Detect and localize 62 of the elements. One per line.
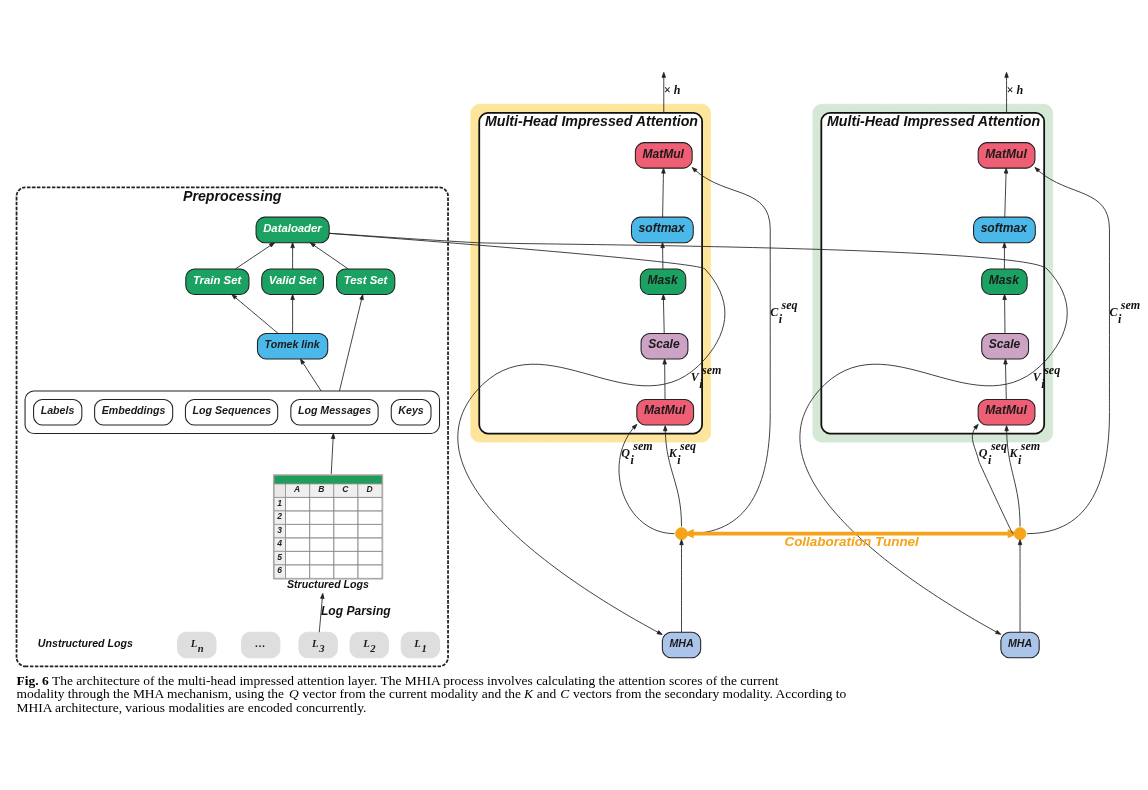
node-box: MHA bbox=[661, 631, 702, 659]
arrow bbox=[300, 358, 322, 392]
arrow bbox=[1004, 71, 1009, 114]
label: Unstructured Logs bbox=[37, 636, 133, 649]
node-box: MatMul bbox=[977, 142, 1036, 169]
node-circle bbox=[675, 527, 688, 541]
arrow bbox=[309, 242, 349, 270]
edge-label: × h bbox=[1006, 83, 1024, 98]
arrow bbox=[1002, 294, 1007, 334]
arrow bbox=[1017, 539, 1023, 633]
arrow bbox=[679, 539, 684, 633]
arrow bbox=[330, 433, 336, 475]
arrow bbox=[661, 294, 666, 334]
arrow bbox=[618, 423, 675, 535]
node-box: Dataloader bbox=[255, 216, 330, 244]
arrow bbox=[328, 232, 1068, 635]
node-box: Train Set bbox=[185, 268, 250, 295]
node-box: Keys bbox=[390, 399, 432, 426]
arrow bbox=[290, 294, 295, 334]
edge-label: × h bbox=[663, 83, 681, 98]
arrow bbox=[318, 593, 325, 633]
node-box: softmax bbox=[973, 216, 1036, 244]
arrow bbox=[1003, 167, 1009, 218]
cluster bbox=[24, 390, 441, 435]
arrow bbox=[661, 71, 666, 114]
node-label: Structured Logs bbox=[286, 578, 369, 591]
node-box: Mask bbox=[981, 268, 1028, 295]
arrow bbox=[290, 242, 295, 270]
arrow bbox=[660, 242, 665, 270]
node-box: Scale bbox=[640, 333, 689, 360]
node-box: MatMul bbox=[636, 399, 695, 426]
node-box: Test Set bbox=[336, 268, 396, 295]
arrow bbox=[231, 294, 279, 334]
arrow bbox=[661, 167, 666, 218]
node-circle bbox=[1013, 527, 1027, 541]
arrow bbox=[1004, 425, 1021, 527]
node-box: MatMul bbox=[977, 399, 1036, 426]
caption: Fig. 6 The architecture of the multi-head impressed attention layer. The MHIA process involves calculating the attention scores of the current modality through the MHA mechanism, using the Q vector from the current modality and the K and C vectors from the secondary modality. According to MHIA architecture, various modalities are encoded concurrently. bbox=[16, 672, 847, 715]
node-box: Mask bbox=[639, 268, 687, 295]
node-box: Embeddings bbox=[94, 399, 174, 426]
arrow bbox=[328, 232, 726, 635]
arrow bbox=[1026, 167, 1110, 535]
node-box: Valid Set bbox=[261, 268, 324, 295]
arrow bbox=[339, 294, 364, 392]
node-box: softmax bbox=[630, 216, 694, 244]
node-box: MatMul bbox=[634, 142, 693, 169]
arrow bbox=[1003, 358, 1008, 400]
node-box: Scale bbox=[981, 333, 1030, 360]
arrow bbox=[971, 423, 1014, 535]
node-box: Log Sequences bbox=[184, 399, 279, 426]
node-box: Tomek link bbox=[256, 333, 329, 360]
node-box: MHA bbox=[1000, 631, 1040, 659]
edge-label: Log Parsing bbox=[321, 603, 391, 618]
edge-label: Collaboration Tunnel bbox=[784, 533, 919, 549]
arrow bbox=[662, 358, 667, 400]
node-box: Labels bbox=[33, 399, 83, 426]
node-box: … bbox=[241, 631, 281, 659]
arrow bbox=[688, 167, 771, 535]
arrow bbox=[1002, 242, 1007, 270]
node-box: Log Messages bbox=[290, 399, 379, 426]
arrow bbox=[234, 242, 275, 270]
arrow bbox=[663, 425, 682, 527]
